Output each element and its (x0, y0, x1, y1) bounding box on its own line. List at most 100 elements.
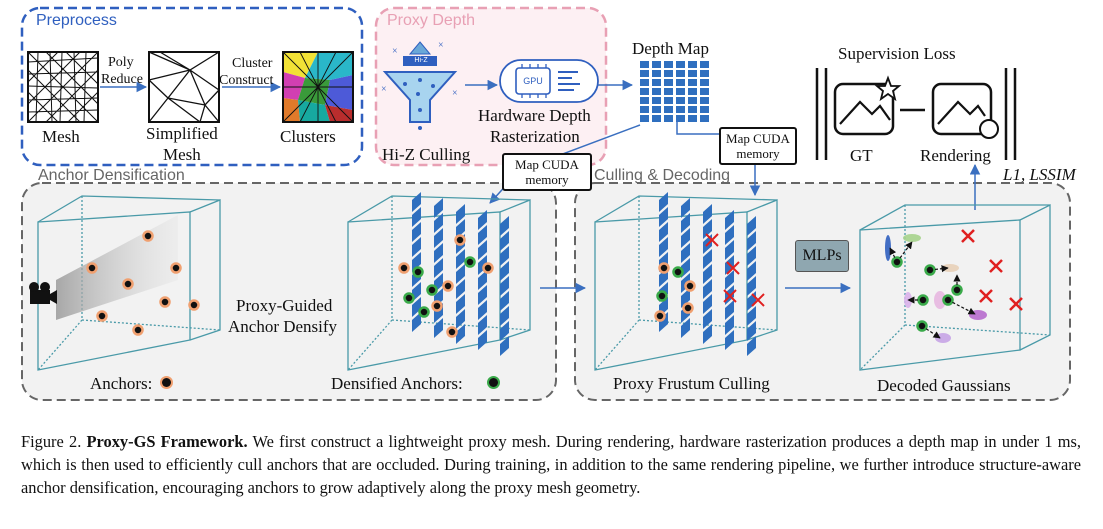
depth-map-cell (688, 79, 697, 86)
proxy-plane (456, 309, 465, 329)
depth-map-label: Depth Map (632, 39, 709, 58)
proxy-plane (725, 315, 734, 335)
proxy-plane (703, 264, 712, 284)
anchor-point (482, 262, 494, 274)
proxy-plane (747, 276, 756, 296)
depth-map-cell (688, 97, 697, 104)
proxy-plane (500, 246, 509, 266)
proxy-plane (434, 243, 443, 263)
proxy-plane (478, 255, 487, 275)
loss-terms-label: L1, LSSIM (1003, 165, 1076, 184)
culled-anchor-mark (726, 261, 740, 275)
depth-map-cell (652, 88, 661, 95)
anchor-point (122, 278, 134, 290)
supervision-loss-group (815, 68, 1017, 160)
gt-label: GT (850, 146, 873, 165)
pruned-mark (1009, 297, 1023, 311)
proxy-plane (500, 231, 509, 251)
anchor-point (188, 299, 200, 311)
depth-map-cell (640, 79, 649, 86)
proxy-plane (434, 318, 443, 338)
proxy-plane (703, 309, 712, 329)
section-title-preprocess: Preprocess (36, 12, 117, 29)
depth-map-cell (652, 97, 661, 104)
anchors-cube (37, 195, 221, 371)
clusters-label: Clusters (280, 127, 336, 146)
proxy-plane (681, 228, 690, 248)
anchor-point (132, 324, 144, 336)
gaussians (885, 229, 1023, 343)
depth-map-cell (640, 106, 649, 113)
proxy-plane (725, 330, 734, 350)
caption-figure-number: Figure 2. (21, 432, 82, 451)
depth-map-cell (664, 106, 673, 113)
map-cuda-memory-tag-2: Map CUDA memory (502, 153, 592, 191)
proxy-plane (434, 228, 443, 248)
proxy-plane (747, 306, 756, 326)
anchors-legend-label: Anchors: (90, 374, 153, 393)
depth-map-cell (664, 115, 673, 122)
gpu-chip-icon (499, 59, 599, 103)
map-cuda-tag-2-line1: Map CUDA (515, 157, 579, 172)
depth-map-cell (676, 88, 685, 95)
culling-decoding-panel (574, 182, 1071, 401)
proxy-plane (659, 312, 668, 332)
framework-diagram: × × × × (20, 6, 1076, 401)
svg-text:×: × (381, 84, 387, 95)
depth-map-cell (700, 70, 709, 77)
proxy-plane (659, 192, 668, 212)
anchor-point (442, 280, 454, 292)
proxy-plane (747, 261, 756, 281)
proxy-plane (412, 222, 421, 242)
depth-map-cell (640, 88, 649, 95)
proxy-plane (412, 192, 421, 212)
depth-map-cell (676, 106, 685, 113)
depth-map-icon (640, 61, 709, 122)
proxy-plane (412, 297, 421, 317)
proxy-plane (434, 198, 443, 218)
gaussian-ellipse (903, 234, 921, 242)
map-cuda-tag-2-line2: memory (525, 172, 569, 187)
proxy-plane (725, 240, 734, 260)
gt-image-icon (833, 75, 902, 136)
proxy-plane (456, 279, 465, 299)
depth-map-cell (688, 106, 697, 113)
preprocess-panel (20, 6, 364, 167)
mesh-label: Mesh (42, 127, 80, 146)
proxy-plane (500, 306, 509, 326)
poly-reduce-label-1: Poly (108, 55, 134, 70)
mlps-box: MLPs (795, 240, 849, 272)
pruned-mark (961, 229, 975, 243)
gaussian-ellipse (935, 333, 951, 343)
decoded-gaussians-label: Decoded Gaussians (877, 376, 1011, 395)
proxy-plane (659, 207, 668, 227)
depth-map-cell (652, 115, 661, 122)
rendering-label: Rendering (920, 146, 991, 165)
gpu-chip-label: GPU (523, 76, 543, 86)
depth-map-cell (700, 88, 709, 95)
depth-map-cell (664, 61, 673, 68)
proxy-plane (456, 219, 465, 239)
depth-map-cell (640, 70, 649, 77)
gaussian-ellipse (934, 291, 946, 309)
proxy-plane (681, 288, 690, 308)
proxy-plane (412, 312, 421, 332)
svg-text:×: × (392, 46, 398, 57)
hw-depth-label-1: Hardware Depth (478, 106, 591, 125)
depth-map-cell (640, 115, 649, 122)
culled-anchor-mark (723, 289, 737, 303)
clusters-icon (282, 51, 354, 123)
anchor-point (454, 234, 466, 246)
depth-map-cell (700, 61, 709, 68)
proxy-plane (681, 318, 690, 338)
proxy-plane (747, 246, 756, 266)
anchor-point (464, 256, 476, 268)
proxy-plane (500, 276, 509, 296)
mesh-icon (27, 51, 99, 123)
depth-map-cell (664, 79, 673, 86)
anchor-point (398, 262, 410, 274)
proxy-plane (725, 225, 734, 245)
depth-map-cell (664, 88, 673, 95)
hw-depth-label-2: Rasterization (490, 127, 580, 146)
gaussian-link (929, 265, 949, 273)
